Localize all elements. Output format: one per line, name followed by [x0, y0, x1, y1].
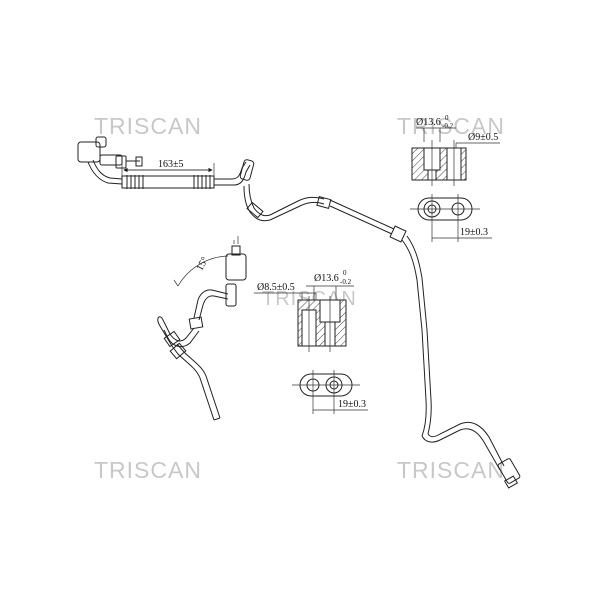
crimp-right: [193, 175, 211, 189]
angle-dimension: 15°: [195, 255, 211, 273]
top-bore-large-tol-lower: -0.2: [442, 122, 454, 130]
top-spacing-label: 19±0.3: [460, 227, 488, 238]
hose-length-dimension: 163±5: [158, 159, 184, 170]
main-pipe-assembly: 163±5: [77, 136, 521, 489]
mid-bore-small-label: Ø8.5±0.5: [257, 282, 295, 293]
watermark-top-right: TRISCAN: [397, 113, 505, 139]
top-bore-large-tol-upper: 0: [445, 114, 449, 122]
top-bore-small-label: Ø9±0.5: [468, 132, 498, 143]
mid-bore-large-tol-upper: 0: [343, 269, 347, 277]
mid-bore-large-tol-lower: -0.2: [340, 278, 352, 286]
watermark-bottom-right: TRISCAN: [397, 457, 505, 483]
watermark-bottom-left: TRISCAN: [94, 457, 202, 483]
top-detail-section: Ø13.6 0 -0.2 Ø9±0.5 19±0.3: [410, 114, 500, 242]
mid-detail-section: Ø8.5±0.5 Ø13.6 0 -0.2 19±0.3: [254, 269, 368, 414]
top-bore-large-label: Ø13.6: [416, 117, 441, 128]
mid-bore-large-label: Ø13.6: [314, 273, 339, 284]
crimp-left: [126, 175, 144, 189]
mid-spacing-label: 19±0.3: [338, 399, 366, 410]
watermark-top-left: TRISCAN: [94, 113, 202, 139]
secondary-pipe-assembly: 15°: [157, 236, 247, 421]
